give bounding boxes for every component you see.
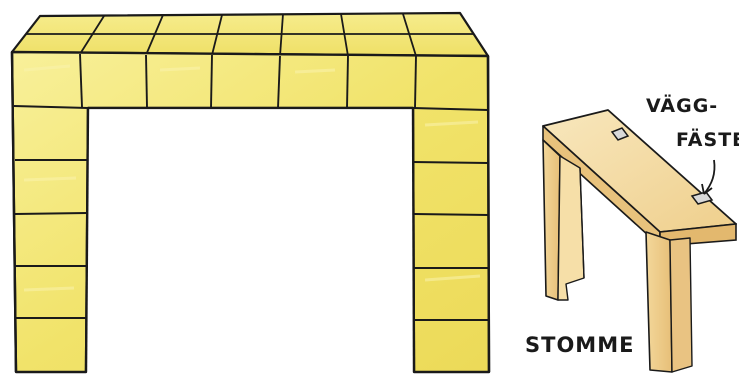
wall-mount-label-line1: VÄGG- (646, 93, 718, 117)
wooden-frame-right-leg (646, 232, 672, 372)
tiled-frame-opening (86, 108, 414, 372)
wall-mount-label-line2: FÄSTE (676, 127, 739, 151)
wall-mount-pointer (704, 160, 715, 194)
frame-label: STOMME (525, 333, 634, 357)
tiled-frame (12, 13, 489, 372)
wooden-frame-left-leg (543, 140, 560, 300)
wooden-frame: VÄGG- FÄSTE STOMME (525, 93, 739, 372)
